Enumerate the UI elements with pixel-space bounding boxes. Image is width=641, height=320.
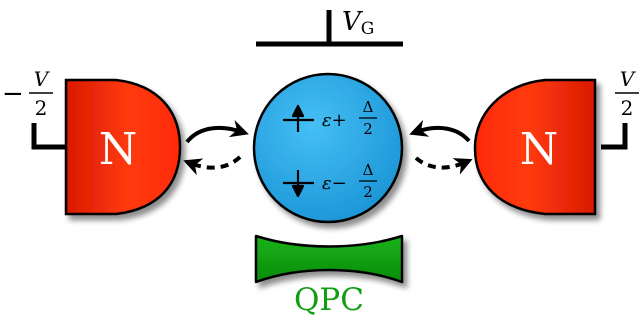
right-in-arrow-icon — [409, 119, 471, 143]
spin-down-arrow-icon — [291, 170, 305, 198]
quantum-dot — [252, 72, 404, 224]
left-bias-numerator: V — [34, 67, 51, 91]
right-bias-denominator: 2 — [621, 96, 634, 120]
down-level-label: ε− — [322, 173, 347, 194]
up-level-numerator: Δ — [363, 98, 374, 116]
down-level-denominator: 2 — [363, 183, 373, 201]
spin-up-level: ε+ Δ 2 — [283, 98, 377, 138]
down-level-numerator: Δ — [363, 161, 374, 179]
right-lead — [473, 78, 597, 216]
right-out-arrow-icon — [414, 156, 473, 175]
left-bias-sign: − — [2, 79, 24, 109]
gate-voltage-label: VG — [342, 7, 374, 39]
up-level-label: ε+ — [322, 110, 347, 131]
right-bias-label: V 2 — [615, 67, 639, 120]
left-out-arrow-icon — [183, 155, 242, 176]
left-lead-wire — [31, 123, 70, 150]
left-lead — [64, 78, 182, 216]
right-tunneling-arrows — [409, 119, 473, 175]
left-lead-label: N — [99, 124, 138, 175]
right-lead-label: N — [520, 124, 559, 175]
up-level-denominator: 2 — [363, 120, 373, 138]
left-bias-denominator: 2 — [35, 96, 48, 120]
right-bias-numerator: V — [620, 67, 637, 91]
right-lead-wire — [601, 123, 628, 150]
left-in-arrow-icon — [185, 120, 249, 144]
gate-electrode — [256, 10, 403, 47]
qpc-constriction — [254, 234, 404, 284]
spin-up-arrow-icon — [291, 104, 305, 132]
spin-down-level: ε− Δ 2 — [283, 161, 377, 201]
qpc-label: QPC — [294, 282, 364, 318]
left-bias-label: − V 2 — [2, 67, 53, 120]
left-tunneling-arrows — [183, 120, 249, 176]
